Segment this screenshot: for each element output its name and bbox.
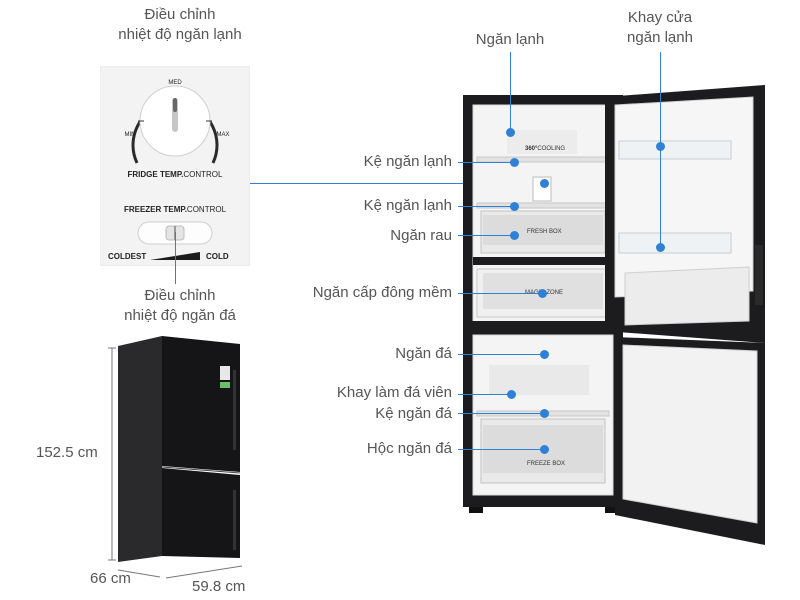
callout-soft-freeze-dot (538, 289, 547, 298)
callout-freezer-drawer-dot (540, 445, 549, 454)
callout-freezer-drawer: Hộc ngăn đá (366, 440, 452, 457)
freezer-control-title: CONTROL (187, 205, 227, 214)
cooling-brand: 360° (525, 146, 538, 152)
callout-door-tray-dot-2 (656, 243, 665, 252)
fridge-control-title-bold: FRIDGE TEMP. (128, 170, 184, 179)
callout-veg-drawer-dot (510, 231, 519, 240)
dial-max-label: MAX (216, 132, 229, 138)
slider-cold-label: COLD (206, 252, 229, 261)
slider-coldest-label: COLDEST (108, 252, 146, 261)
callout-shelf-2-dot (510, 202, 519, 211)
callout-top-fridge-dot (506, 128, 515, 137)
callout-top-fridge-line (510, 52, 511, 130)
dial-med-label: MED (168, 80, 182, 86)
cooling-label: COOLING (537, 146, 565, 152)
open-fridge-illustration: 360°COOLING FRESH BOX MAGIC ZONE FREEZE … (463, 85, 765, 545)
callout-shelf-1-line (458, 162, 513, 163)
freezer-temp-control-label: Điều chỉnh nhiệt độ ngăn đá (124, 287, 236, 324)
svg-text:FRIDGE TEMP.CONTROL: FRIDGE TEMP.CONTROL (128, 170, 224, 179)
freezer-control-title-bold: FREEZER TEMP. (124, 205, 187, 214)
callout-top-fridge: Ngăn lạnh (475, 31, 545, 48)
depth-dimension: 66 cm (90, 570, 131, 587)
callout-door-tray: Khay cửa ngăn lạnh (627, 9, 693, 46)
svg-text:360°COOLING: 360°COOLING (525, 146, 565, 152)
callout-shelf-1-dot (510, 158, 519, 167)
callout-freezer-line (458, 354, 543, 355)
callout-soft-freeze: Ngăn cấp đông mềm (312, 284, 452, 301)
callout-soft-freeze-line (458, 293, 540, 294)
fresh-box-label: FRESH BOX (527, 229, 562, 235)
freeze-box-label: FREEZE BOX (527, 461, 565, 467)
callout-shelf-2: Kệ ngăn lạnh (363, 197, 452, 214)
panel-connector-line (250, 183, 530, 184)
callout-ice-tray-line (458, 394, 510, 395)
height-dimension: 152.5 cm (36, 444, 98, 461)
callout-freezer-drawer-line (458, 449, 543, 450)
callout-shelf-2-line (458, 206, 513, 207)
callout-freezer: Ngăn đá (395, 345, 452, 362)
callout-freezer-shelf-dot (540, 409, 549, 418)
fridge-control-title: CONTROL (183, 170, 223, 179)
temperature-control-panel: MED MIN MAX FRIDGE TEMP.CONTROL FREEZER … (100, 66, 250, 266)
width-dimension: 59.8 cm (192, 578, 246, 595)
callout-ice-tray-dot (507, 390, 516, 399)
callout-freezer-shelf-line (458, 413, 543, 414)
callout-door-tray-dot-1 (656, 142, 665, 151)
callout-veg-drawer-line (458, 235, 513, 236)
svg-text:FREEZER TEMP.CONTROL: FREEZER TEMP.CONTROL (124, 205, 227, 214)
fridge-temp-control-label: Điều chỉnh nhiệt độ ngăn lạnh (118, 6, 242, 43)
panel-pointer-line (175, 232, 176, 284)
callout-freezer-dot (540, 350, 549, 359)
dial-min-label: MIN (125, 132, 136, 138)
callout-freezer-shelf: Kệ ngăn đá (375, 405, 452, 422)
callout-control-dot (540, 179, 549, 188)
callout-shelf-1: Kệ ngăn lạnh (363, 153, 452, 170)
callout-ice-tray: Khay làm đá viên (336, 384, 452, 401)
callout-veg-drawer: Ngăn rau (390, 227, 452, 244)
closed-fridge-illustration (108, 336, 243, 579)
